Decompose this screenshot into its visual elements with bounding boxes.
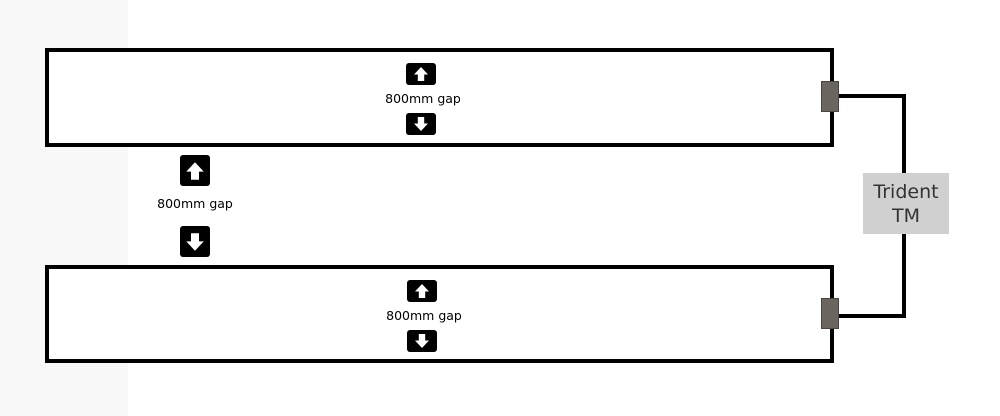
gap-label-bottom: 800mm gap	[386, 308, 462, 323]
arrow-down-icon	[407, 330, 437, 352]
zone-bottom	[45, 265, 834, 363]
arrow-up-icon	[180, 155, 210, 186]
device-label-line1: Trident	[873, 180, 939, 203]
cable-top-horizontal	[838, 94, 906, 98]
zone-top	[45, 48, 834, 147]
trident-tm-device: Trident TM	[863, 173, 949, 234]
cable-bottom-vertical	[902, 233, 906, 318]
arrow-down-icon	[406, 113, 436, 135]
arrow-up-icon	[407, 280, 437, 302]
connector-block-bottom	[821, 298, 839, 329]
gap-label-top: 800mm gap	[385, 91, 461, 106]
gap-label-between: 800mm gap	[157, 196, 233, 211]
cable-top-vertical	[902, 94, 906, 174]
device-label-line2: TM	[892, 204, 920, 227]
cable-bottom-horizontal	[838, 314, 906, 318]
arrow-down-icon	[180, 226, 210, 257]
arrow-up-icon	[406, 63, 436, 85]
connector-block-top	[821, 81, 839, 112]
